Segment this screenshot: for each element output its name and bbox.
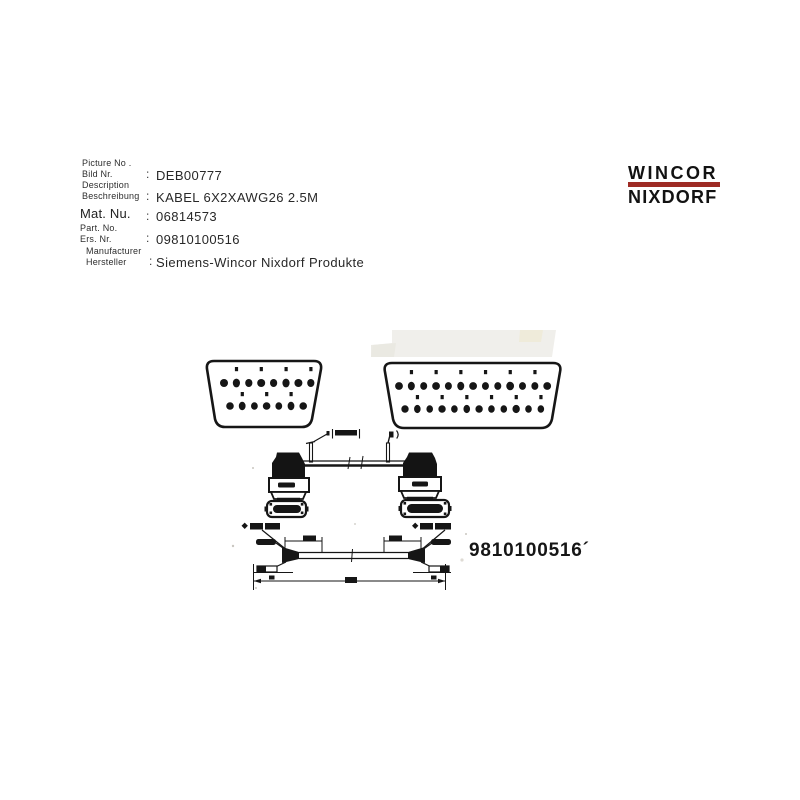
field-description-colon: : [146, 189, 150, 203]
field-mat-nu-value: 06814573 [156, 209, 218, 224]
drawing-part-number: 9810100516´ [469, 540, 590, 561]
dimension-diagram [241, 522, 451, 590]
field-picture-no-colon: : [146, 167, 150, 181]
field-part-no-label-en: Part. No. [80, 223, 118, 233]
scan-artifact [371, 330, 556, 357]
field-part-no-colon: : [146, 231, 150, 245]
logo-word-nixdorf: NIXDORF [628, 187, 718, 207]
field-picture-no-label-en: Picture No . [82, 158, 132, 168]
field-mat-nu-colon: : [146, 209, 150, 223]
field-description-value: KABEL 6X2XAWG26 2.5M [156, 190, 319, 205]
cable-side-view [268, 429, 442, 501]
logo-red-bar [628, 182, 720, 187]
field-part-no-value: 09810100516 [156, 232, 240, 247]
field-description-label-en: Description [82, 180, 130, 190]
field-manufacturer-label-en: Manufacturer [86, 246, 142, 256]
field-manufacturer-value: Siemens-Wincor Nixdorf Produkte [156, 255, 365, 270]
stub-left [305, 429, 361, 463]
scan-specks [231, 467, 467, 589]
hood-left [268, 452, 310, 501]
field-mat-nu-label: Mat. Nu. [80, 206, 131, 221]
field-picture-no-value: DEB00777 [156, 168, 223, 183]
field-part-no-label-de: Ers. Nr. [80, 234, 112, 244]
connector-top-view-left [264, 499, 309, 519]
hood-right [398, 452, 442, 500]
field-manufacturer-colon: : [149, 254, 153, 268]
field-description-label-de: Beschreibung [82, 191, 140, 201]
stub-right [385, 430, 399, 463]
field-manufacturer-label-de: Hersteller [86, 257, 127, 267]
field-picture-no-label-de: Bild Nr. [82, 169, 113, 179]
connector-face-left [205, 359, 323, 429]
logo-word-wincor: WINCOR [628, 163, 718, 183]
connector-face-right [383, 361, 562, 430]
connector-top-view-right [398, 498, 452, 519]
